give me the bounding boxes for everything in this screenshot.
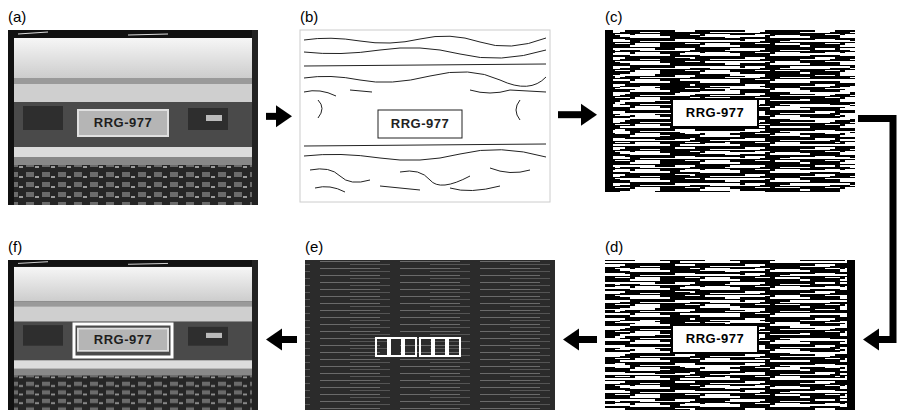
- plate-text: RRG-977: [380, 112, 460, 136]
- flow-arrow: [858, 118, 893, 350]
- plate-text: RRG-977: [674, 327, 756, 351]
- panel-label: (b): [300, 8, 318, 26]
- panel-label: (d): [605, 238, 623, 256]
- panel-label: (f): [8, 238, 22, 256]
- plate-text: RRG-977: [78, 329, 168, 351]
- flow-arrow: [266, 105, 292, 127]
- image-panel: (b) RRG-977: [300, 8, 550, 202]
- arrow-shaft: [577, 336, 597, 343]
- arrow-head: [863, 328, 879, 350]
- arrow-shaft: [280, 336, 297, 343]
- image-panel: (c) RRG-977: [605, 8, 855, 192]
- arrow-shaft: [858, 118, 893, 339]
- arrow-shaft: [558, 111, 583, 118]
- panel-label: (a): [8, 8, 26, 26]
- flow-arrow: [266, 328, 297, 350]
- panel-label: (c): [605, 8, 623, 26]
- image-panel: (a) RRG-977: [8, 8, 258, 205]
- image-panel: (f) RRG-977: [8, 238, 258, 410]
- arrow-head: [266, 328, 282, 350]
- arrow-head: [563, 328, 579, 350]
- arrow-head: [581, 104, 597, 126]
- flow-arrow: [563, 328, 597, 350]
- image-panel: (d) RRG-977: [605, 238, 855, 410]
- image-panel: (e): [305, 238, 555, 410]
- panel-label: (e): [305, 238, 323, 256]
- arrow-head: [276, 105, 292, 127]
- plate-text: RRG-977: [674, 101, 756, 125]
- flow-arrow: [558, 104, 597, 126]
- plate-text: RRG-977: [78, 110, 168, 136]
